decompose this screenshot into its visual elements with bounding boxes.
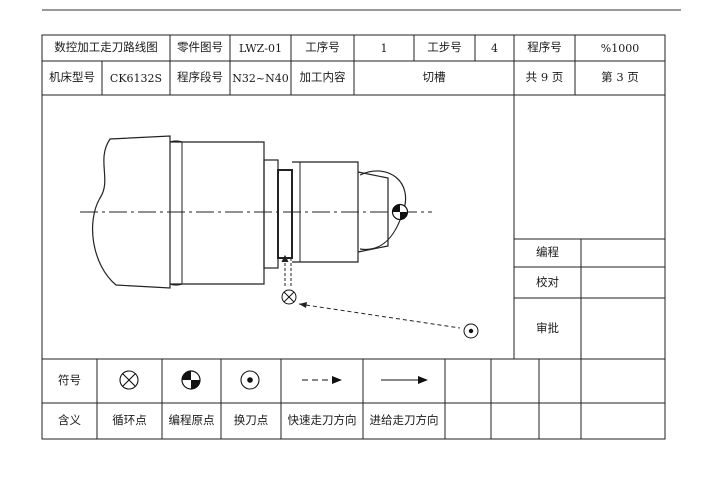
cycle-point-icon	[119, 370, 139, 390]
part-no-value: LWZ-01	[238, 41, 282, 55]
program-label: 程序号	[527, 40, 562, 55]
edit-label: 编程	[536, 245, 559, 260]
tool-change-point-marker	[463, 323, 479, 339]
operation-value: 1	[380, 41, 388, 55]
program-origin-icon	[181, 370, 201, 390]
check-label: 校对	[536, 274, 559, 289]
origin-marker	[391, 203, 409, 221]
legend-meaning-tool-change-point: 换刀点	[233, 413, 269, 428]
segment-label: 程序段号	[177, 70, 223, 85]
total-pages: 共 9 页	[525, 70, 564, 85]
segment-value: N32~N40	[232, 71, 289, 85]
content-label: 加工内容	[299, 70, 346, 85]
machine-label: 机床型号	[49, 70, 95, 85]
legend-meaning-cycle-point: 循环点	[112, 413, 147, 428]
chuck-body	[91, 135, 171, 289]
machine-value: CK6132S	[109, 71, 163, 85]
tool-change-point-icon	[240, 370, 260, 390]
meaning-label: 含义	[58, 413, 81, 428]
approve-label: 审批	[536, 320, 559, 335]
large-shoulder	[170, 141, 265, 285]
legend-meaning-feed-direction: 进给走刀方向	[369, 413, 439, 428]
part-no-label: 零件图号	[177, 40, 223, 55]
table-grid	[41, 34, 666, 440]
symbol-label: 符号	[58, 373, 81, 388]
sheet-title: 数控加工走刀路线图	[54, 40, 158, 55]
workpiece	[80, 135, 432, 289]
program-value: %1000	[600, 41, 640, 55]
operation-label: 工序号	[305, 40, 340, 55]
legend-meaning-rapid-traverse: 快速走刀方向	[287, 413, 357, 428]
page-number: 第 3 页	[601, 70, 639, 85]
rapid-traverse-arrow-icon	[302, 376, 342, 384]
tool-path	[281, 254, 461, 329]
step-label: 工步号	[427, 40, 462, 55]
content-value: 切槽	[422, 70, 446, 85]
step-value: 4	[491, 41, 498, 55]
feed-direction-arrow-icon	[381, 376, 428, 384]
groove	[277, 169, 293, 259]
legend-meaning-program-origin: 编程原点	[168, 413, 215, 428]
flange	[263, 159, 279, 269]
cycle-point-marker	[281, 289, 297, 305]
